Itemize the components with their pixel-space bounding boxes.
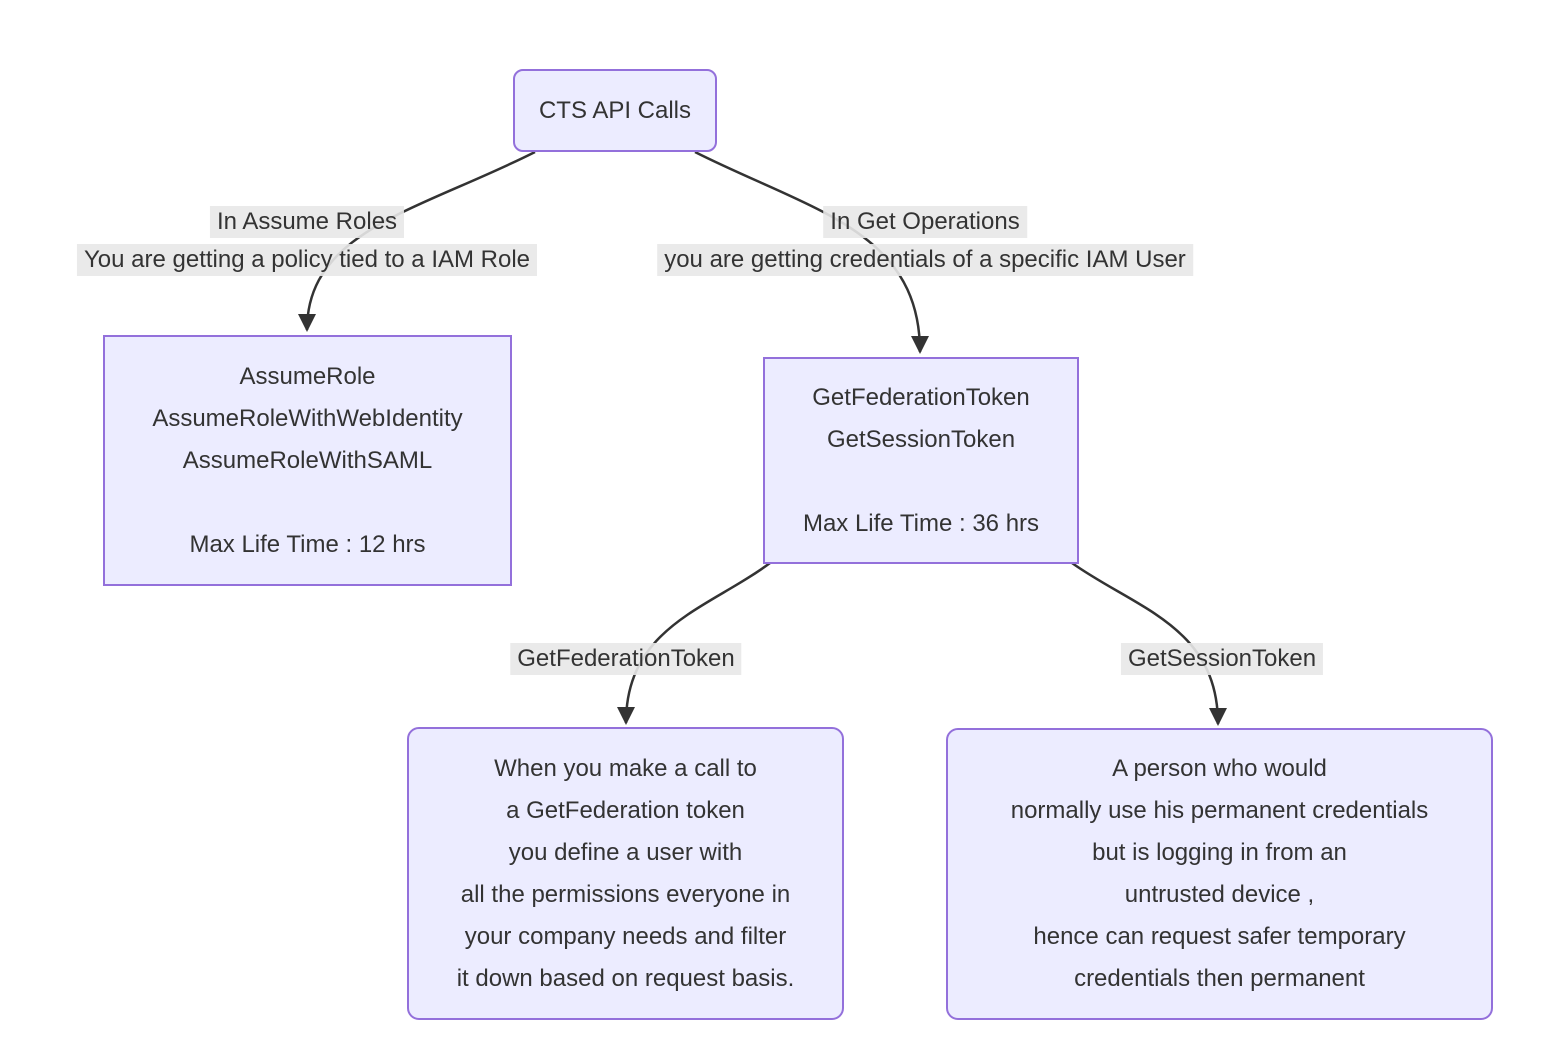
edge-label-in-get-operations: In Get Operations you are getting credent… — [657, 206, 1193, 276]
node-cts-api-calls-label: CTS API Calls — [538, 96, 692, 124]
text-line: credentials then permanent — [1074, 965, 1365, 992]
text-line: You are getting a policy tied to a IAM R… — [76, 244, 538, 276]
text-line: you are getting credentials of a specifi… — [657, 244, 1193, 276]
text-line: GetFederationToken — [812, 383, 1030, 411]
text-line: GetSessionToken — [826, 425, 1016, 453]
text-line: In Get Operations — [823, 206, 1027, 238]
text-line: it down based on request basis. — [456, 964, 795, 992]
node-get-session-description: A person who would normally use his perma… — [946, 728, 1493, 1020]
edge-get-to-session-desc — [1071, 561, 1227, 726]
text-line: GetFederationToken — [510, 643, 742, 675]
text-line — [918, 461, 925, 503]
edge-label-get-federation-token: GetFederationToken — [510, 643, 742, 675]
text-line: AssumeRoleWithSAML — [182, 446, 433, 474]
text-line: hence can request safer temporary — [1033, 923, 1406, 950]
text-line: A person who would — [1112, 755, 1327, 782]
edge-label-get-session-token: GetSessionToken — [1120, 643, 1324, 675]
text-line: Max Life Time : 12 hrs — [189, 530, 426, 558]
node-get-federation-description: When you make a call to a GetFederation t… — [407, 727, 844, 1020]
text-line: normally use his permanent credentials — [1010, 797, 1429, 824]
text-line: AssumeRole — [239, 362, 376, 390]
text-line: GetSessionToken — [1120, 643, 1324, 675]
text-line: but is logging in from an — [1092, 839, 1347, 866]
text-line: your company needs and filter — [464, 922, 787, 950]
text-line: you define a user with — [508, 838, 743, 866]
node-cts-api-calls: CTS API Calls — [513, 69, 717, 152]
text-line: all the permissions everyone in — [460, 880, 791, 908]
text-line: AssumeRoleWithWebIdentity — [152, 404, 463, 432]
text-line: a GetFederation token — [506, 796, 745, 824]
text-line: untrusted device , — [1124, 881, 1315, 908]
edge-get-to-federation-desc — [617, 561, 771, 725]
text-line — [304, 482, 311, 524]
text-line: When you make a call to — [494, 754, 757, 782]
text-line: Max Life Time : 36 hrs — [802, 509, 1040, 537]
text-line: In Assume Roles — [209, 206, 405, 238]
